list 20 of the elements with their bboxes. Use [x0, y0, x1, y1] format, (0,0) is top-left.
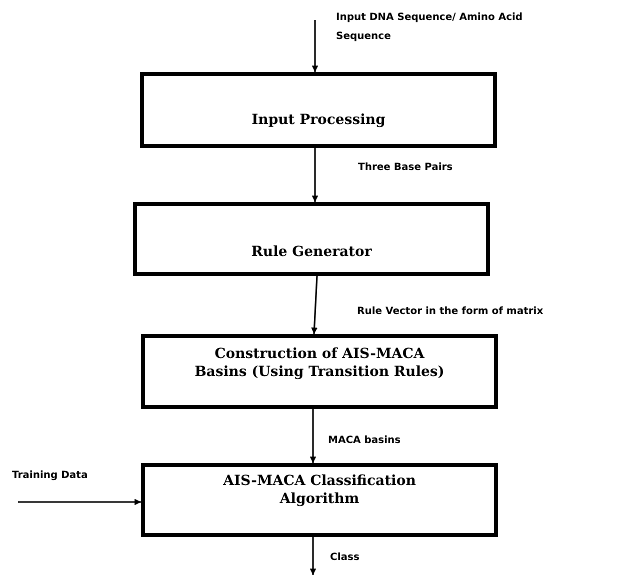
box-text: AIS-MACA Classification Algorithm	[222, 473, 417, 508]
arrow	[310, 537, 316, 575]
box-text: Input Processing	[252, 112, 386, 130]
box-text: Rule Generator	[251, 244, 372, 262]
box-text: Construction of AIS-MACA Basins (Using Transition Rules)	[194, 346, 446, 381]
edge-label: Three Base Pairs	[358, 161, 453, 175]
edge-label: Training Data	[12, 469, 88, 483]
edge-label: MACA basins	[328, 434, 401, 448]
arrow	[310, 409, 316, 463]
edge-label: Rule Vector in the form of matrix	[357, 305, 544, 319]
arrow	[312, 148, 318, 202]
arrow	[312, 20, 318, 72]
process-box	[140, 72, 497, 148]
process-box	[141, 334, 498, 409]
arrow	[18, 498, 141, 506]
edge-label: Input DNA Sequence/ Amino Acid Sequence	[336, 11, 524, 44]
edge-label: Class	[330, 551, 360, 565]
arrow	[311, 276, 318, 334]
process-box	[133, 202, 490, 276]
process-box	[141, 463, 498, 537]
